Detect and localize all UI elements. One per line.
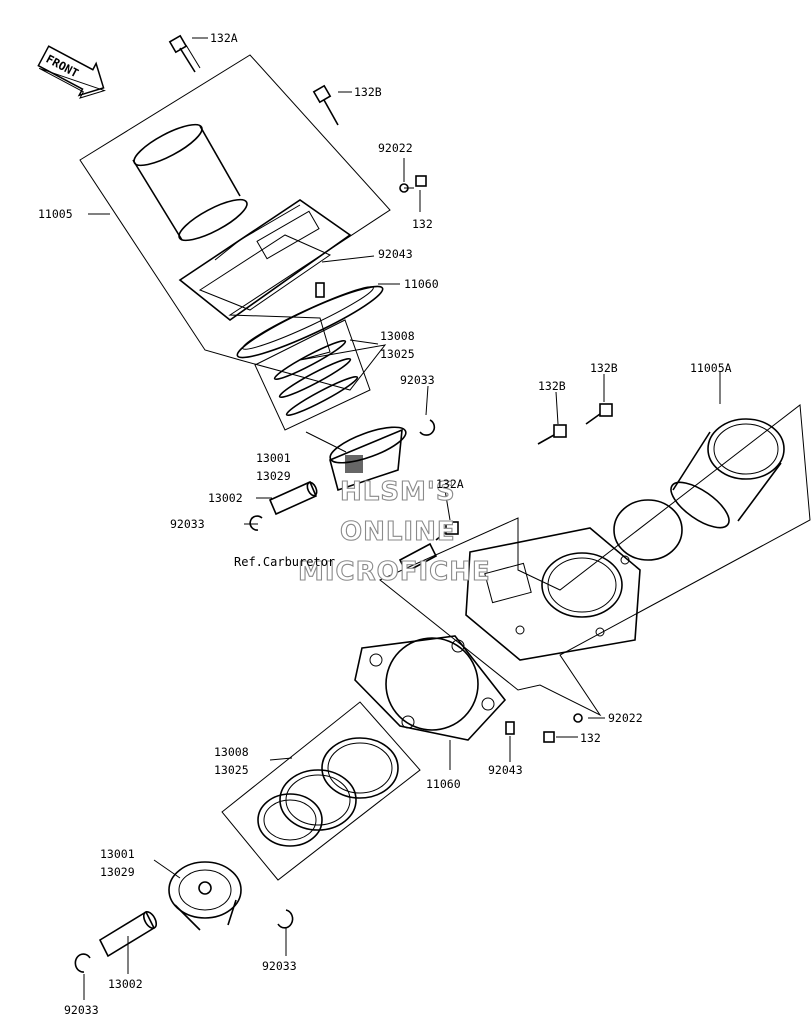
watermark-line-2: ONLINE [340,517,456,547]
bolt-132B-lower-b [585,403,613,425]
bolt-132-top [404,175,427,189]
dowel-pin-92043-lower [505,721,515,735]
cylinder-liner-top [132,123,248,242]
piston-lower [168,861,242,931]
o-ring-lower [613,499,683,561]
cylinder-liner-lower [670,418,785,529]
reference-carburetor: Ref.Carburetor [234,555,335,569]
callout-92033-top: 92033 [400,373,435,387]
callout-13002-bot: 13002 [108,977,143,991]
circlip-92033-lower-right [277,909,294,929]
callout-11060-top: 11060 [404,277,439,291]
cylinder-gasket-lower [354,635,507,741]
callout-92033-top-left: 92033 [170,517,205,531]
cylinder-block-top [178,199,352,322]
callout-13029-top: 13029 [256,469,291,483]
washer-92022-lower [573,713,583,723]
callout-132-low: 132 [580,731,601,745]
callout-92022-low: 92022 [608,711,643,725]
watermark: HLSM'S ONLINE MICROFICHE [297,476,491,587]
callout-13001-top: 13001 [256,451,291,465]
callout-92043-top: 92043 [378,247,413,261]
callout-132B-top: 132B [354,85,382,99]
leader-lines [83,37,721,1000]
callout-13029-bot: 13029 [100,865,135,879]
piston-ring-set-top [254,319,371,431]
cylinder-gasket-top [236,285,384,359]
callout-11060-low: 11060 [426,777,461,791]
cylinder-block-lower [465,527,641,661]
callout-13025-low: 13025 [214,763,249,777]
callout-11005A: 11005A [690,361,732,375]
callout-132-top: 132 [412,217,433,231]
callout-132A-top: 132A [210,31,238,45]
callout-92033-bot-left: 92033 [64,1003,99,1017]
cylinder-group-frame-top [79,54,391,391]
bolt-132-lower [543,731,555,743]
callout-13002-top: 13002 [208,491,243,505]
circlip-92033-lower-left [74,953,91,973]
bolt-132B-lower-a [537,424,567,445]
callout-13008-low: 13008 [214,745,249,759]
callout-13001-bot: 13001 [100,847,135,861]
circlip-92033-top-left [249,515,263,531]
bolt-132A-top [168,34,201,73]
callout-132B-mid-a: 132B [538,379,566,393]
callout-132A-mid: 132A [436,477,464,491]
callout-92022-top: 92022 [378,141,413,155]
callout-11005: 11005 [38,207,73,221]
cylinder-group-frame-lower [379,404,811,717]
callout-13025-top: 13025 [380,347,415,361]
dowel-pin-92043-top [315,282,325,298]
bolt-132A-lower [435,521,459,541]
wrist-pin-13002-top [268,480,318,516]
piston-top [329,426,407,492]
callout-13008-top: 13008 [380,329,415,343]
circlip-92033-top [419,419,436,436]
watermark-line-3: MICROFICHE [298,557,491,587]
front-direction-badge: FRONT [37,45,107,99]
bolt-132B-top [312,84,339,126]
piston-ring-set-lower [221,701,421,881]
wrist-pin-13002-lower [98,910,158,958]
callout-92043-low: 92043 [488,763,523,777]
callout-labels: 132A 132B 92022 132 11005 92043 11060 13… [38,31,732,1017]
carburetor-stud [398,542,438,574]
watermark-line-1: HLSM'S [340,477,456,507]
callout-92033-bot-right: 92033 [262,959,297,973]
callout-132B-mid-b: 132B [590,361,618,375]
